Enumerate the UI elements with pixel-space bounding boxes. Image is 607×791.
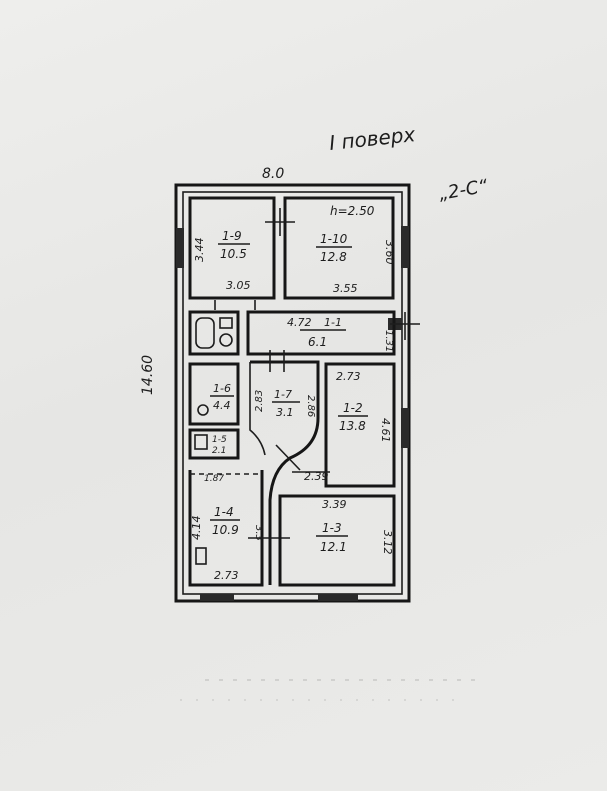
- room-1-4-side-b: 2.73: [214, 569, 239, 582]
- room-1-10-side-a: 3.60: [383, 240, 396, 265]
- room-1-10-number: 1-10: [320, 232, 348, 246]
- room-1-2-side-b: 4.61: [379, 418, 392, 443]
- room-1-3-area: 12.1: [320, 540, 347, 554]
- floor-label: I поверх: [328, 122, 416, 155]
- room-1-10-side-b: 3.55: [333, 282, 358, 295]
- room-1-6-number: 1-6: [213, 382, 231, 395]
- room-1-1-area: 6.1: [308, 335, 327, 349]
- dim-left-height: 14.60: [140, 355, 156, 395]
- room-1-9-side-a: 3.44: [193, 238, 206, 263]
- bathroom-walls: [188, 310, 240, 356]
- room-1-1-number: 1-1: [324, 316, 342, 329]
- toilet-icon: [219, 333, 233, 347]
- letter-label: „2-С“: [437, 176, 490, 205]
- room-1-3-walls: [278, 494, 396, 587]
- outer-wall-outer: [174, 183, 411, 603]
- room-1-7-number: 1-7: [274, 388, 292, 401]
- room-1-4-number: 1-4: [214, 505, 234, 519]
- room-1-9-walls: [188, 196, 276, 300]
- room-1-9-area: 10.5: [220, 247, 247, 261]
- room-1-5-walls: [188, 428, 240, 460]
- room-1-7-walls: [250, 360, 320, 585]
- room-1-10-area: 12.8: [320, 250, 347, 264]
- room-1-7-side-b: 2.86: [305, 395, 316, 417]
- room-1-4-area: 10.9: [212, 523, 239, 537]
- corridor-dim: 2.39: [304, 470, 329, 483]
- outer-wall-inner: [182, 191, 403, 595]
- room-1-4-side-c: 1.87: [204, 474, 224, 484]
- dim-ceiling-height: h=2.50: [330, 204, 375, 218]
- room-1-6-area: 4.4: [213, 399, 231, 412]
- room-1-5-number: 1-5: [212, 435, 227, 445]
- room-1-2-side-a: 2.73: [336, 370, 361, 383]
- heater-icon: [195, 547, 207, 565]
- room-1-2-number: 1-2: [343, 401, 363, 415]
- room-1-3-number: 1-3: [322, 521, 342, 535]
- room-1-3-side-a: 3.39: [322, 498, 347, 511]
- room-1-1-side-b: 1.31: [383, 330, 394, 352]
- room-1-4-walls: [188, 470, 264, 587]
- stove-icon: [197, 404, 209, 416]
- room-1-1-side-a: 4.72: [287, 316, 312, 329]
- room-1-4-inner-dim: 3.3: [253, 525, 264, 541]
- room-1-2-walls: [324, 362, 396, 488]
- room-1-7-area: 3.1: [276, 406, 294, 419]
- dim-top-width: 8.0: [262, 166, 284, 182]
- room-1-9-side-b: 3.05: [226, 279, 251, 292]
- room-1-1-walls: [246, 310, 396, 356]
- room-1-2-area: 13.8: [339, 419, 366, 433]
- room-1-4-side-a: 4.14: [190, 516, 203, 541]
- room-1-10-walls: [283, 196, 395, 300]
- room-1-3-side-b: 3.12: [381, 530, 394, 555]
- room-1-6-walls: [188, 362, 240, 426]
- room-1-9-number: 1-9: [222, 229, 242, 243]
- boiler-icon: [194, 434, 208, 450]
- bathtub-icon: [195, 317, 215, 349]
- room-1-5-area: 2.1: [212, 446, 226, 456]
- sink-icon: [219, 317, 233, 329]
- room-1-7-side-a: 2.83: [254, 390, 265, 412]
